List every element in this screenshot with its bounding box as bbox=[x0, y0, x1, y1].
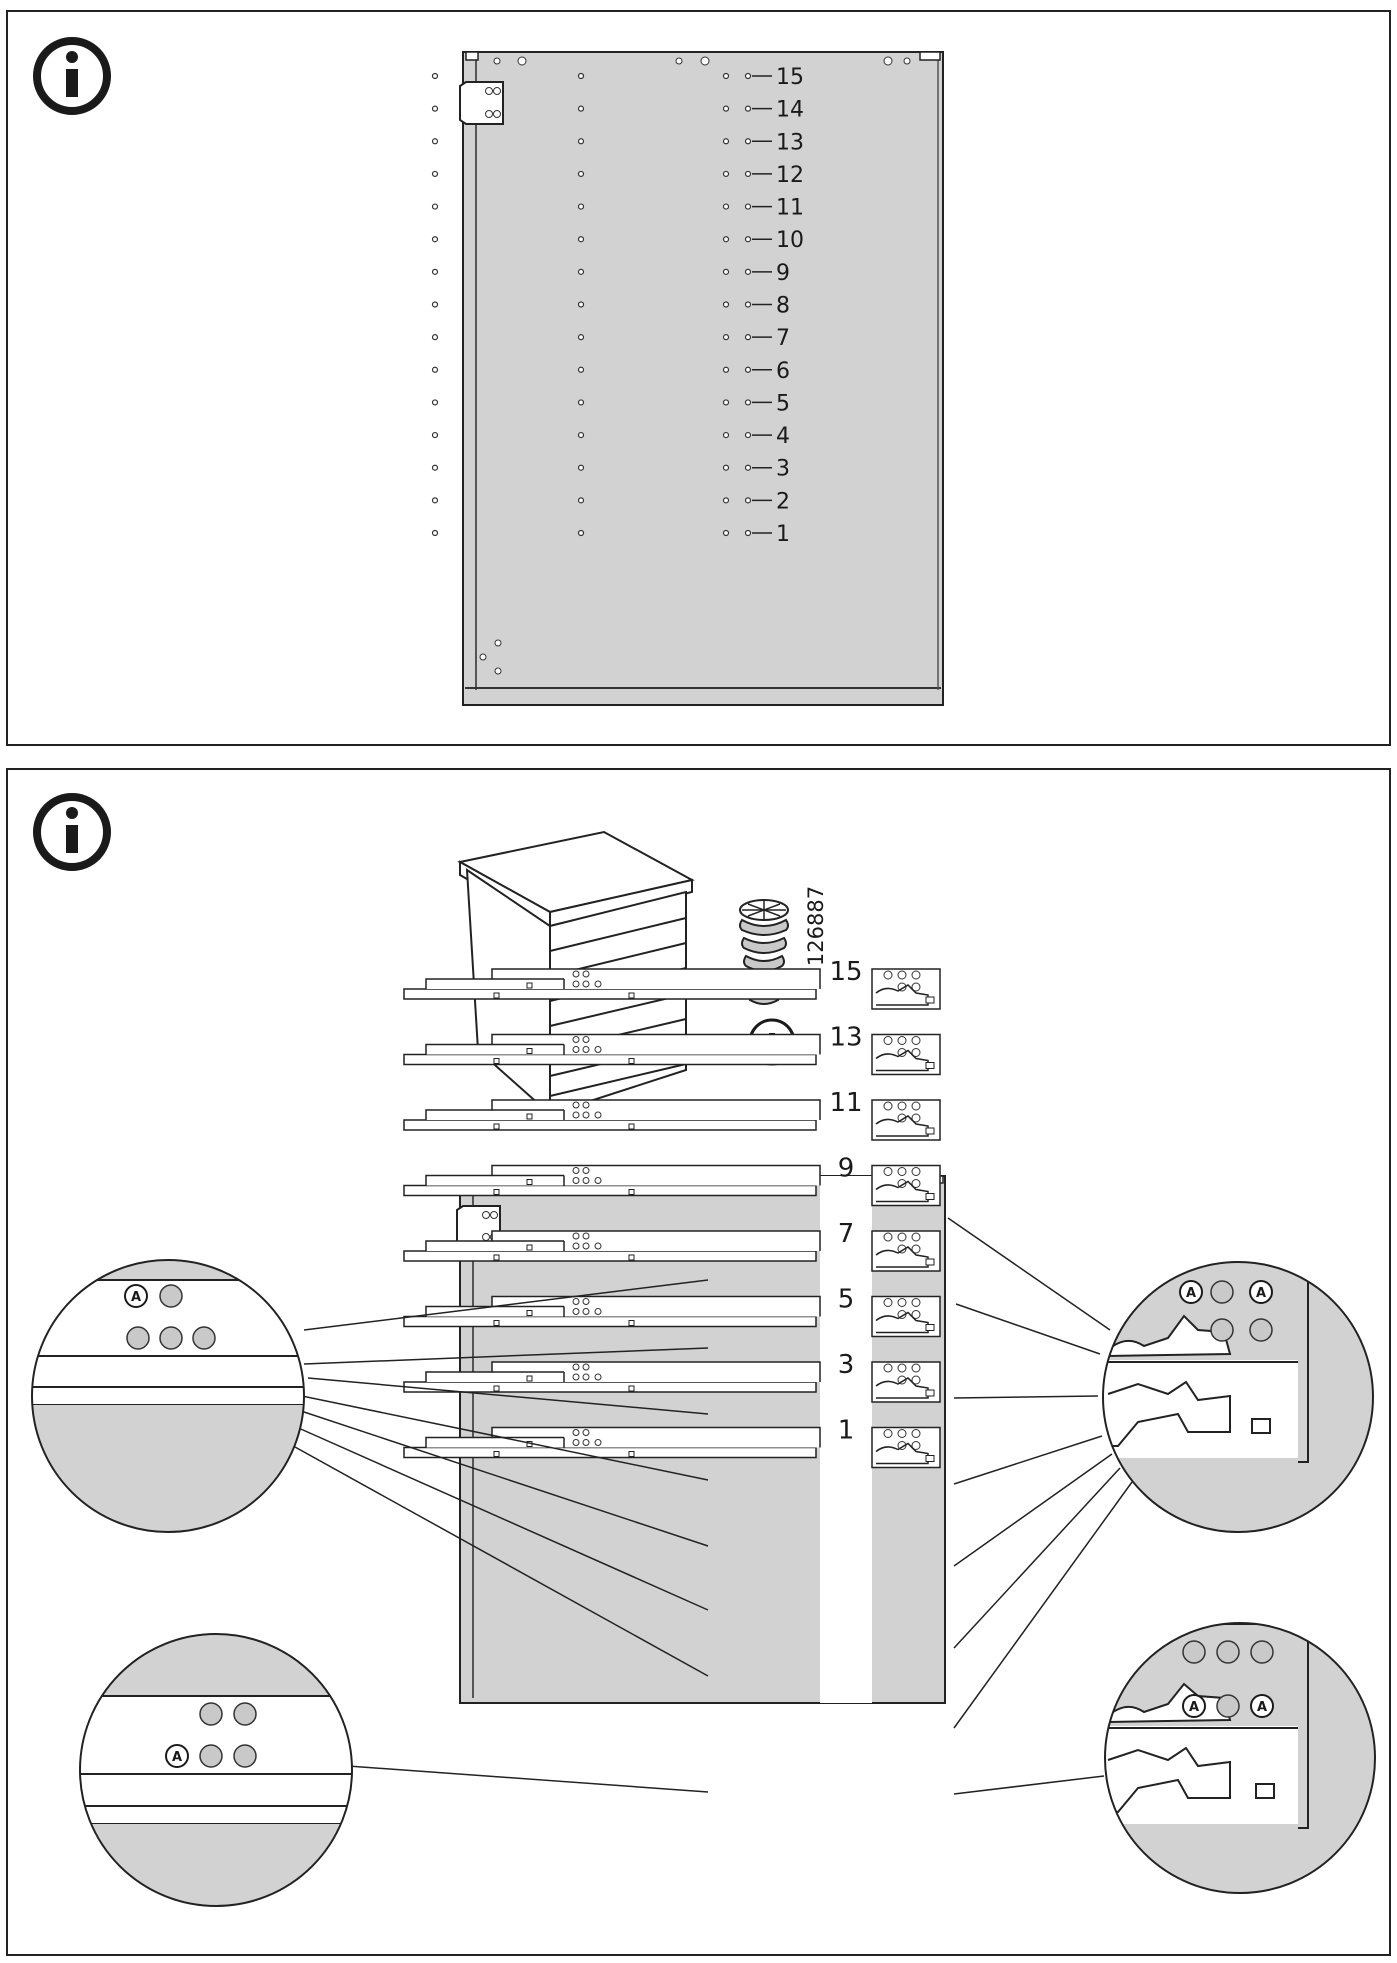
row-number-label: 4 bbox=[776, 424, 790, 449]
svg-text:A: A bbox=[1189, 1700, 1199, 1715]
slot-number-label: 9 bbox=[838, 1154, 855, 1184]
drawer-rail bbox=[403, 1099, 941, 1141]
hole-row bbox=[431, 138, 772, 145]
svg-text:A: A bbox=[131, 1290, 141, 1305]
row-number-label: 1 bbox=[776, 522, 790, 547]
slot-number-label: 15 bbox=[829, 957, 862, 987]
slot-number-label: 13 bbox=[829, 1023, 862, 1053]
row-number-label: 11 bbox=[776, 196, 804, 221]
hole-row bbox=[431, 431, 772, 439]
slot-number-label: 3 bbox=[838, 1350, 855, 1380]
hole-row bbox=[431, 366, 772, 373]
hole-row bbox=[431, 203, 772, 210]
slot-number-label: 11 bbox=[829, 1088, 862, 1118]
row-labels: 15 14 13 12 11 10 9 8 7 6 5 4 3 2 1 bbox=[776, 65, 804, 547]
slot-labels: 15 13 11 9 7 5 3 1 bbox=[829, 957, 862, 1446]
row-number-label: 14 bbox=[776, 98, 804, 123]
detail-magnifier-bottom-right: A A bbox=[1104, 1622, 1376, 1894]
hole-row bbox=[431, 464, 772, 471]
drawer-rail bbox=[403, 1426, 941, 1469]
hole-row bbox=[431, 268, 772, 275]
svg-text:A: A bbox=[1257, 1700, 1267, 1715]
row-number-label: 10 bbox=[776, 228, 804, 253]
row-number-label: 3 bbox=[776, 457, 790, 482]
hole-row bbox=[431, 334, 772, 341]
row-number-label: 5 bbox=[776, 391, 790, 416]
leader-lines bbox=[285, 1217, 1133, 1795]
drawer-rail bbox=[403, 968, 941, 1010]
drawer-rail bbox=[403, 1295, 941, 1338]
detail-magnifier-bottom-left: A bbox=[79, 1633, 353, 1907]
side-panel-board bbox=[459, 51, 944, 706]
side-panel-drawing: 15 14 13 12 11 10 9 8 7 6 5 4 3 2 1 bbox=[33, 37, 944, 706]
top-panel: 15 14 13 12 11 10 9 8 7 6 5 4 3 2 1 bbox=[6, 10, 1391, 746]
hole-row bbox=[431, 105, 772, 112]
row-number-label: 7 bbox=[776, 326, 790, 351]
hole-row bbox=[431, 529, 772, 537]
svg-text:A: A bbox=[1256, 1286, 1266, 1301]
slot-number-label: 5 bbox=[838, 1285, 855, 1315]
row-number-label: 15 bbox=[776, 65, 804, 90]
detail-magnifier-top-left: A bbox=[31, 1259, 305, 1533]
drawer-rails bbox=[403, 968, 941, 1469]
info-icon bbox=[33, 793, 111, 871]
hole-row bbox=[431, 301, 772, 308]
hole-row bbox=[431, 497, 772, 504]
part-number-label: 126887 bbox=[804, 886, 828, 966]
svg-text:A: A bbox=[1186, 1286, 1196, 1301]
slot-number-label: 1 bbox=[838, 1416, 855, 1446]
drawer-rail bbox=[403, 1164, 941, 1207]
svg-text:A: A bbox=[172, 1750, 182, 1765]
row-number-label: 13 bbox=[776, 130, 804, 155]
drawer-rail bbox=[403, 1230, 941, 1272]
hole-row bbox=[431, 399, 772, 406]
hole-row bbox=[431, 236, 772, 243]
row-number-label: 8 bbox=[776, 294, 790, 319]
bottom-panel: 126887 A 15 13 11 9 7 5 3 1 bbox=[6, 768, 1391, 1956]
hole-rows bbox=[431, 72, 772, 537]
hole-row bbox=[431, 170, 772, 178]
drawer-rail bbox=[403, 1361, 941, 1403]
info-icon bbox=[33, 37, 111, 115]
row-number-label: 9 bbox=[776, 261, 790, 286]
drawer-rail bbox=[403, 1033, 941, 1076]
hinge-bracket bbox=[459, 81, 504, 125]
row-number-label: 2 bbox=[776, 489, 790, 514]
row-number-label: 12 bbox=[776, 163, 804, 188]
row-number-label: 6 bbox=[776, 359, 790, 384]
drawer-rail-drawing: 126887 A 15 13 11 9 7 5 3 1 bbox=[31, 793, 1376, 1907]
hole-row bbox=[431, 72, 772, 80]
detail-magnifier-top-right: A A bbox=[1102, 1261, 1374, 1533]
slot-number-label: 7 bbox=[838, 1219, 855, 1249]
